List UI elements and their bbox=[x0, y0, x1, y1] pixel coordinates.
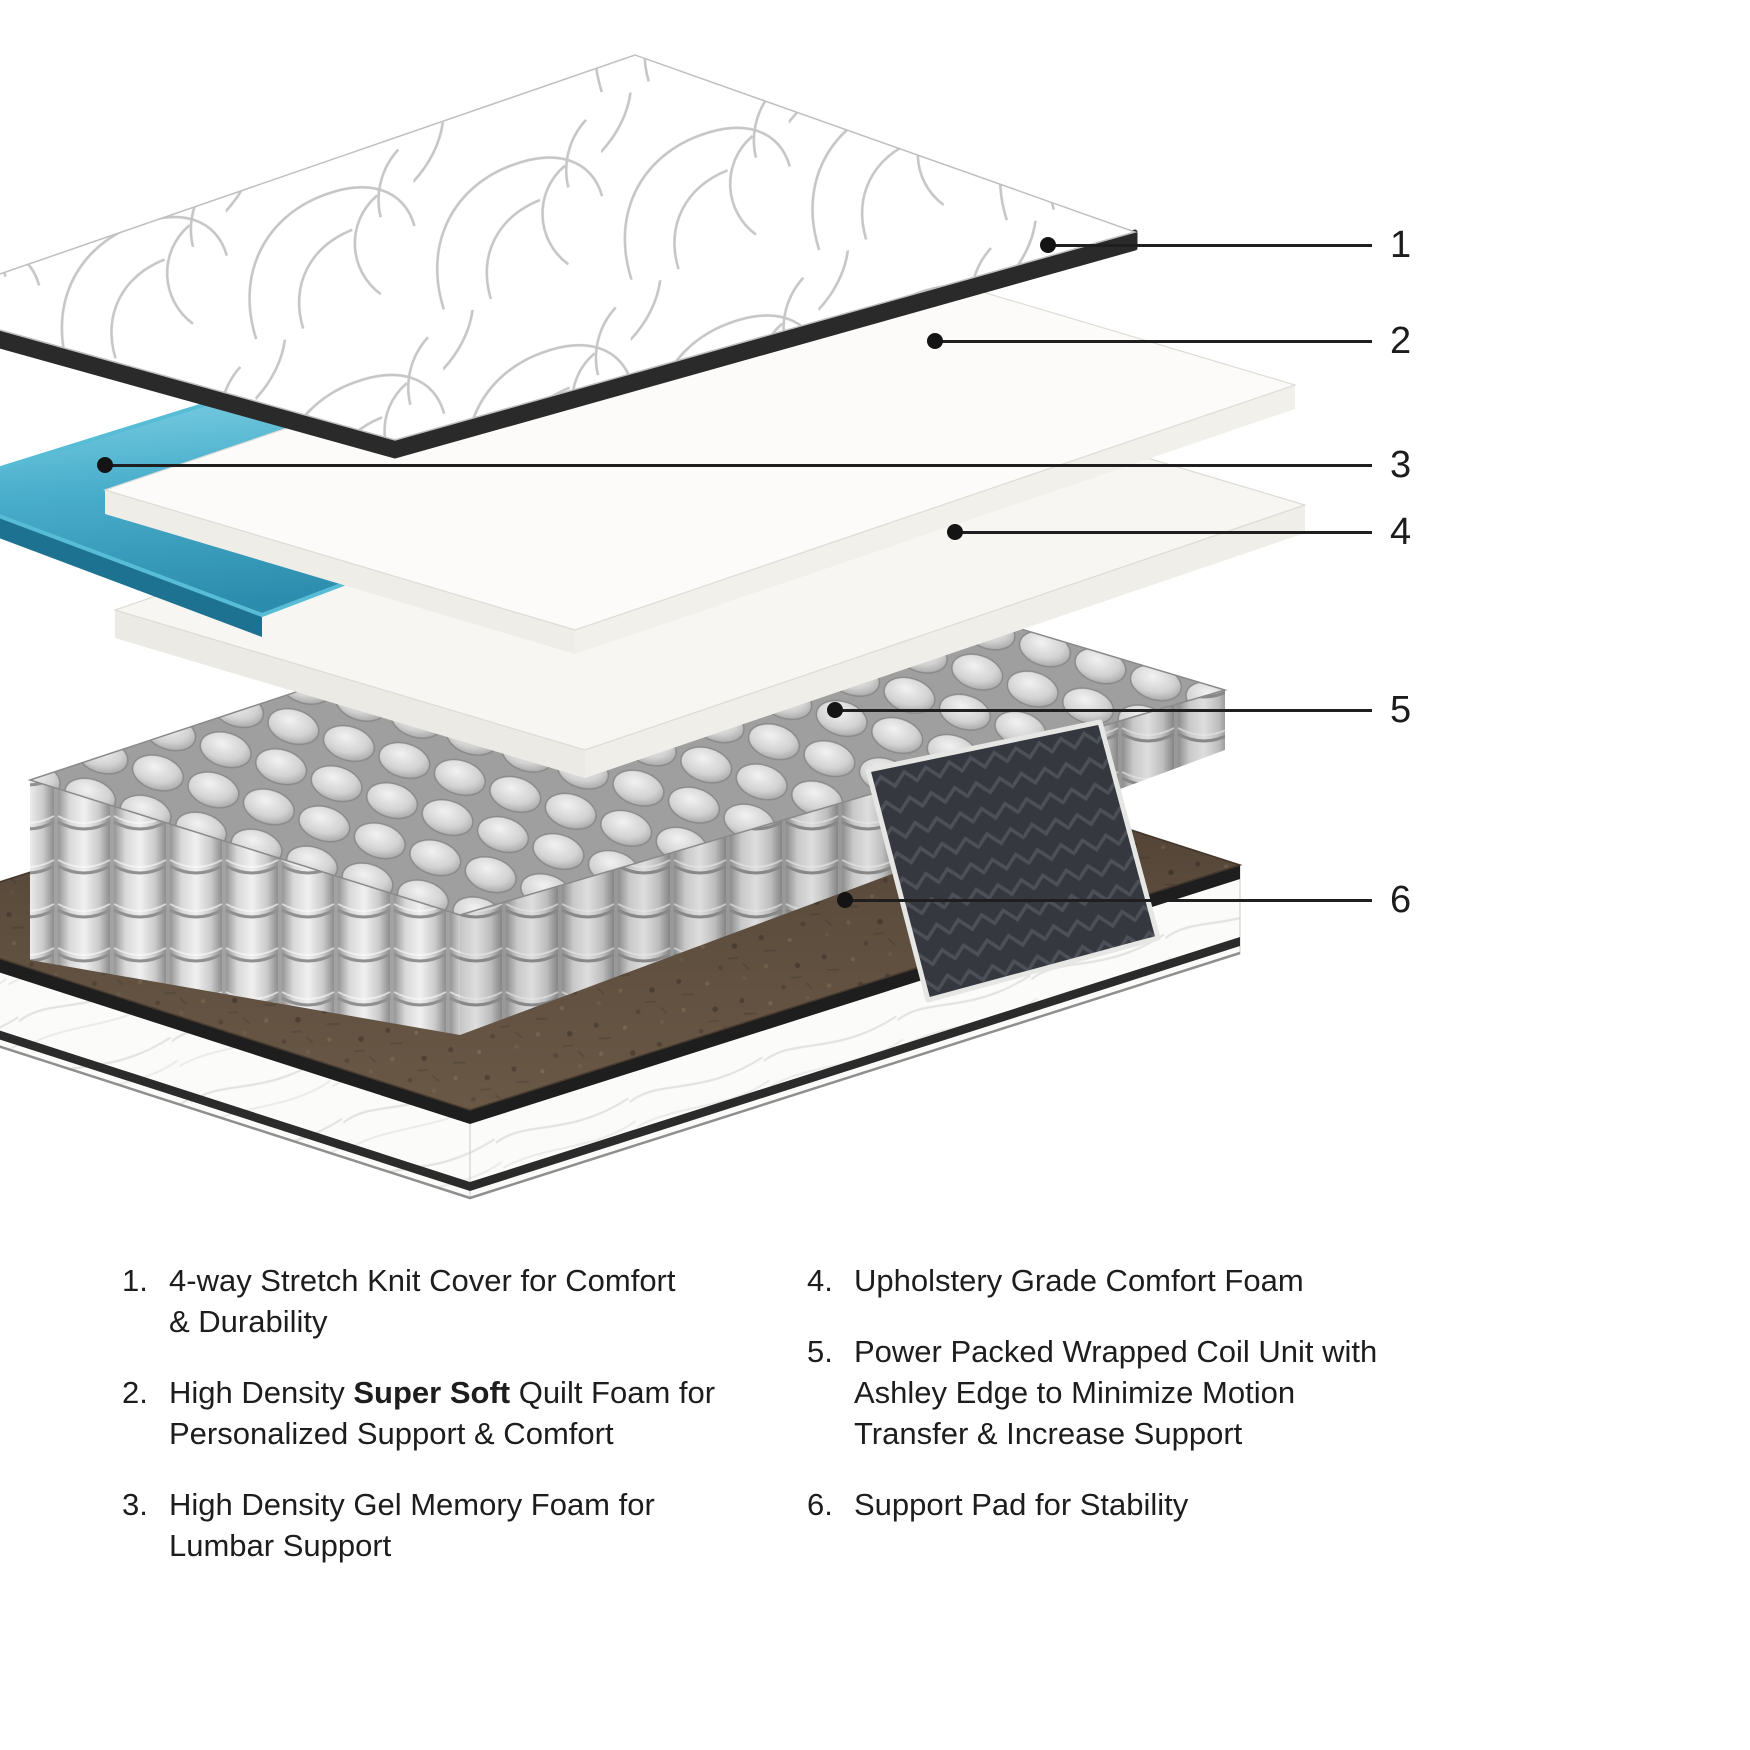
legend-item-number: 1. bbox=[122, 1263, 148, 1298]
legend-item-number: 6. bbox=[807, 1487, 833, 1522]
callout-dot-2 bbox=[927, 333, 943, 349]
legend-item: 4. Upholstery Grade Comfort Foam bbox=[807, 1260, 1467, 1301]
legend-item: 1. 4-way Stretch Knit Cover for Comfort& … bbox=[122, 1260, 707, 1342]
legend-item: 2. High Density Super Soft Quilt Foam for… bbox=[122, 1372, 715, 1454]
mattress-exploded-diagram bbox=[0, 54, 1307, 1200]
stretch-knit-cover-layer bbox=[0, 54, 1138, 459]
callout-line-4 bbox=[955, 530, 1372, 534]
callout-number-6: 6 bbox=[1390, 879, 1412, 921]
legend-item-text: 4-way Stretch Knit Cover for Comfort& Du… bbox=[169, 1263, 676, 1339]
callout-line-1 bbox=[1048, 243, 1372, 247]
legend-item-text: Upholstery Grade Comfort Foam bbox=[854, 1263, 1304, 1298]
legend-item: 6. Support Pad for Stability bbox=[807, 1484, 1467, 1525]
edge-wedge-panel bbox=[865, 719, 1161, 1003]
legend-column-right: 4. Upholstery Grade Comfort Foam 5. Power P… bbox=[807, 1260, 1467, 1566]
callout-line-2 bbox=[935, 339, 1372, 343]
base-bottom-edge bbox=[0, 951, 1241, 1200]
callout-line-5 bbox=[835, 708, 1372, 712]
comfort-foam-right-side bbox=[585, 505, 1305, 778]
legend-item-text: Support Pad for Stability bbox=[854, 1487, 1189, 1522]
coil-front-left-face bbox=[30, 780, 460, 1035]
base-bottom-piping bbox=[0, 1030, 470, 1191]
callout-number-5: 5 bbox=[1390, 689, 1412, 731]
callout-number-1: 1 bbox=[1390, 224, 1412, 266]
callout-dot-4 bbox=[947, 524, 963, 540]
legend-column-left: 1. 4-way Stretch Knit Cover for Comfort& … bbox=[122, 1260, 715, 1566]
cover-quilted-top bbox=[0, 54, 1138, 441]
legend-item-number: 4. bbox=[807, 1263, 833, 1298]
legend-item-number: 2. bbox=[122, 1375, 148, 1410]
callout-line-6 bbox=[845, 898, 1372, 902]
callout-number-4: 4 bbox=[1390, 511, 1412, 553]
edge-support-wedge bbox=[865, 719, 1161, 1003]
legend: 1. 4-way Stretch Knit Cover for Comfort& … bbox=[122, 1260, 1467, 1566]
callout-number-2: 2 bbox=[1390, 320, 1412, 362]
quilt-foam-right-side bbox=[575, 385, 1295, 654]
base-bottom-piping bbox=[470, 937, 1240, 1191]
mattress-exploded-figure: 1 2 3 4 5 6 bbox=[0, 54, 1412, 1200]
callout-dot-6 bbox=[837, 892, 853, 908]
callout-dot-1 bbox=[1040, 237, 1056, 253]
callout-number-3: 3 bbox=[1390, 444, 1412, 486]
legend-item-number: 3. bbox=[122, 1487, 148, 1522]
comfort-foam-left-side bbox=[115, 610, 585, 778]
gel-foam-side bbox=[0, 516, 262, 637]
base-top-piping bbox=[0, 958, 470, 1124]
callout-line-3 bbox=[105, 463, 1372, 467]
legend-item-number: 5. bbox=[807, 1334, 833, 1369]
quilt-foam-left-side bbox=[105, 490, 575, 654]
callout-dot-5 bbox=[827, 702, 843, 718]
callout-dot-3 bbox=[97, 457, 113, 473]
